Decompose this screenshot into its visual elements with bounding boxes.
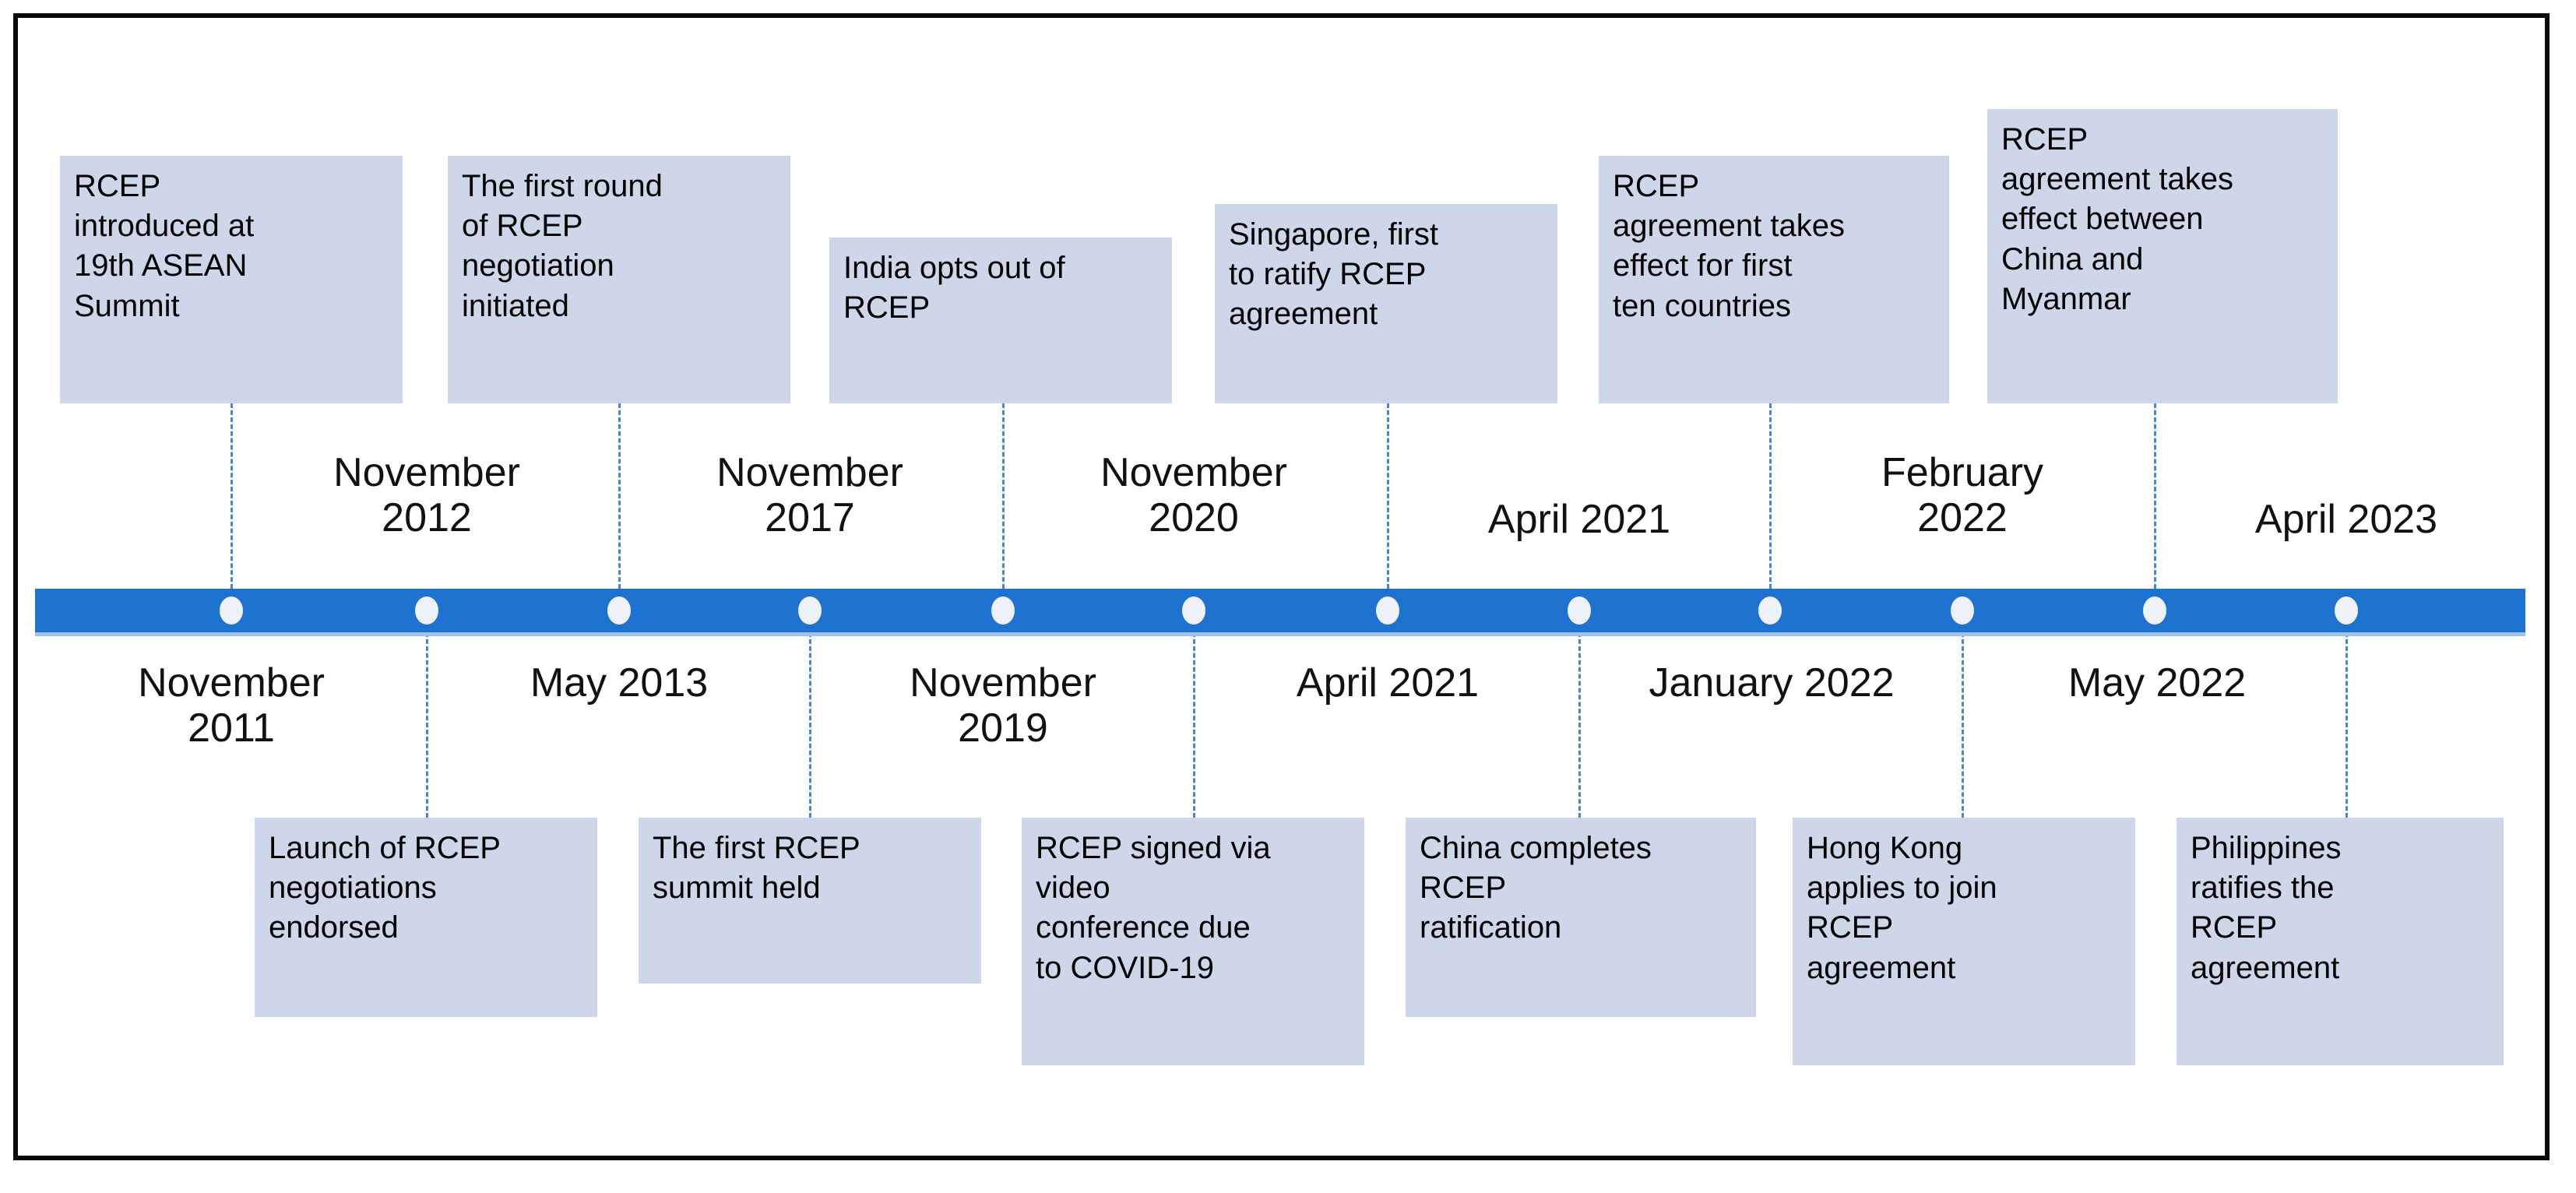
event-line: agreement takes <box>2001 162 2233 197</box>
event-line: Philippines <box>2191 831 2342 865</box>
event-line: to COVID-19 <box>1036 950 1214 985</box>
event-line: Launch of RCEP <box>269 831 501 865</box>
event-line: agreement <box>1229 297 1378 332</box>
connector-line-6 <box>1387 403 1389 589</box>
event-line: video <box>1036 871 1110 906</box>
event-line: The first RCEP <box>653 831 860 865</box>
event-line: effect between <box>2001 202 2204 237</box>
milestone-dot-11[interactable] <box>2335 596 2358 625</box>
event-box-10[interactable]: RCEP agreement takes effect between Chin… <box>1987 109 2338 403</box>
event-line: RCEP <box>2001 122 2089 157</box>
event-box-7[interactable]: China completes RCEP ratification <box>1406 818 1756 1017</box>
date-label-0: November 2011 <box>138 660 325 751</box>
connector-line-2 <box>618 403 621 589</box>
event-line: negotiation <box>462 248 614 283</box>
date-label-1: November 2012 <box>333 450 520 541</box>
event-line: agreement takes <box>1613 209 1845 244</box>
event-box-9[interactable]: Hong Kong applies to join RCEP agreement <box>1793 818 2135 1065</box>
event-box-0[interactable]: RCEP introduced at 19th ASEAN Summit <box>60 156 403 403</box>
event-line: China completes <box>1420 831 1652 865</box>
event-line: to ratify RCEP <box>1229 257 1427 292</box>
connector-line-9 <box>1962 632 1964 818</box>
connector-line-1 <box>426 632 428 818</box>
milestone-dot-6[interactable] <box>1376 596 1399 625</box>
event-box-2[interactable]: The first round of RCEP negotiation init… <box>448 156 790 403</box>
event-line: RCEP <box>1807 910 1894 945</box>
event-line: RCEP <box>2191 910 2278 945</box>
event-line: RCEP signed via <box>1036 831 1271 865</box>
milestone-dot-7[interactable] <box>1568 596 1591 625</box>
date-label-4: November 2019 <box>910 660 1096 751</box>
event-line: agreement <box>2191 950 2340 985</box>
milestone-dot-1[interactable] <box>415 596 438 625</box>
connector-line-3 <box>809 632 811 818</box>
connector-line-11 <box>2345 632 2348 818</box>
date-label-2: May 2013 <box>530 660 709 706</box>
event-line: RCEP <box>843 290 931 326</box>
milestone-dot-9[interactable] <box>1951 596 1974 625</box>
event-line: The first round <box>462 169 663 203</box>
event-line: ratification <box>1420 910 1562 945</box>
date-label-8: January 2022 <box>1649 660 1895 706</box>
milestone-dot-0[interactable] <box>220 596 243 625</box>
date-label-9: February 2022 <box>1881 450 2044 541</box>
event-line: Myanmar <box>2001 281 2131 316</box>
event-line: RCEP <box>74 169 161 203</box>
event-line: RCEP <box>1613 169 1700 203</box>
event-box-1[interactable]: Launch of RCEP negotiations endorsed <box>255 818 597 1017</box>
milestone-dot-5[interactable] <box>1182 596 1205 625</box>
event-line: effect for first <box>1613 248 1793 283</box>
date-label-6: April 2021 <box>1296 660 1480 706</box>
date-label-3: November 2017 <box>716 450 903 541</box>
connector-line-10 <box>2154 403 2156 589</box>
event-box-8[interactable]: RCEP agreement takes effect for first te… <box>1599 156 1949 403</box>
event-line: Hong Kong <box>1807 831 1963 865</box>
event-line: of RCEP <box>462 209 583 244</box>
event-line: China and <box>2001 241 2144 276</box>
event-box-5[interactable]: RCEP signed via video conference due to … <box>1022 818 1364 1065</box>
date-label-11: April 2023 <box>2254 497 2438 542</box>
milestone-dot-8[interactable] <box>1758 596 1782 625</box>
event-line: conference due <box>1036 910 1251 945</box>
event-box-4[interactable]: India opts out of RCEP <box>829 238 1172 403</box>
event-line: agreement <box>1807 950 1956 985</box>
event-line: negotiations <box>269 871 437 906</box>
event-line: initiated <box>462 288 569 323</box>
connector-line-4 <box>1002 403 1005 589</box>
date-label-7: April 2021 <box>1487 497 1671 542</box>
date-label-5: November 2020 <box>1100 450 1287 541</box>
event-line: endorsed <box>269 910 399 945</box>
event-line: summit held <box>653 871 821 906</box>
event-line: Summit <box>74 288 180 323</box>
event-line: ten countries <box>1613 288 1792 323</box>
milestone-dot-2[interactable] <box>607 596 631 625</box>
event-line: RCEP <box>1420 871 1507 906</box>
timeline-bar-shadow <box>35 632 2525 636</box>
event-line: applies to join <box>1807 871 1997 906</box>
event-line: ratifies the <box>2191 871 2335 906</box>
event-box-11[interactable]: Philippines ratifies the RCEP agreement <box>2177 818 2504 1065</box>
milestone-dot-4[interactable] <box>991 596 1015 625</box>
event-line: India opts out of <box>843 251 1065 285</box>
timeline-bar <box>35 589 2525 632</box>
connector-line-7 <box>1578 632 1581 818</box>
event-line: Singapore, first <box>1229 217 1439 252</box>
connector-line-8 <box>1769 403 1772 589</box>
milestone-dot-3[interactable] <box>798 596 822 625</box>
date-label-10: May 2022 <box>2067 660 2247 706</box>
connector-line-0 <box>231 403 233 589</box>
milestone-dot-10[interactable] <box>2143 596 2166 625</box>
event-line: introduced at <box>74 209 255 244</box>
event-box-3[interactable]: The first RCEP summit held <box>639 818 981 984</box>
event-line: 19th ASEAN <box>74 248 248 283</box>
event-box-6[interactable]: Singapore, first to ratify RCEP agreemen… <box>1215 204 1557 403</box>
connector-line-5 <box>1193 632 1195 818</box>
